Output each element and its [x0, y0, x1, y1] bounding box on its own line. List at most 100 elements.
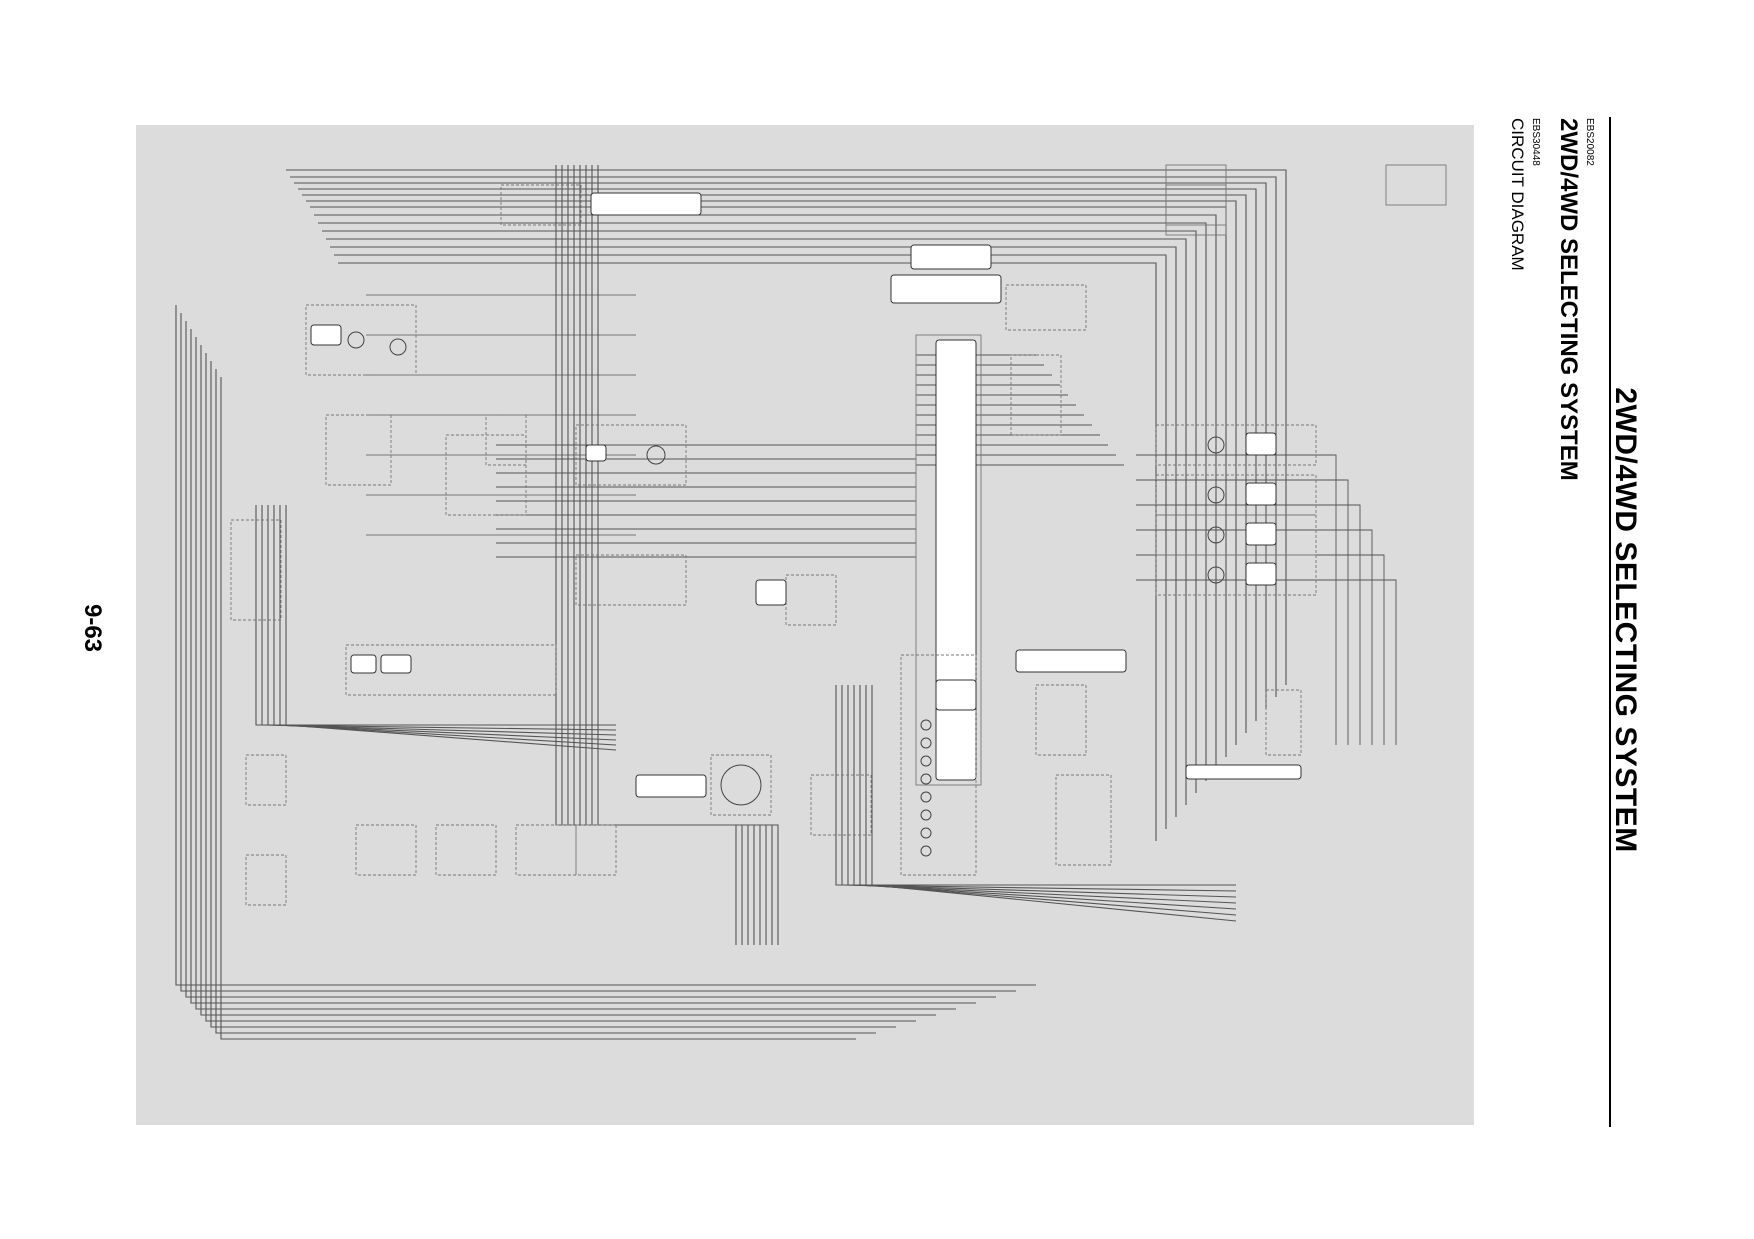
wire: [195, 337, 956, 1010]
connector: [635, 774, 707, 798]
component-symbol: [920, 773, 932, 785]
component-outline: [1055, 774, 1112, 866]
component-outline: [1165, 184, 1227, 236]
wire: [338, 262, 1157, 841]
wire: [1136, 504, 1361, 745]
wire: [190, 329, 976, 1004]
component-outline: [1265, 689, 1302, 756]
component-outline: [435, 824, 497, 876]
wire: [314, 214, 1217, 769]
connector: [890, 274, 1002, 304]
component-outline: [900, 654, 977, 876]
wire: [273, 505, 617, 741]
component-symbol: [1207, 486, 1225, 504]
wire: [853, 685, 1237, 904]
component-outline: [575, 554, 687, 606]
connector: [935, 339, 977, 781]
wire: [200, 345, 936, 1016]
component-symbol: [389, 338, 407, 356]
component-outline: [915, 334, 982, 786]
page-heading: 2WD/4WD SELECTING SYSTEM: [1609, 387, 1642, 853]
connector: [1245, 482, 1277, 506]
component-outline: [1010, 354, 1062, 436]
component-symbol: [920, 737, 932, 749]
wire: [261, 505, 617, 731]
wire: [185, 321, 996, 998]
heading-rule: [1609, 117, 1611, 1127]
wire: [286, 169, 1287, 685]
component-outline: [325, 414, 392, 486]
wire: [285, 505, 617, 751]
component-symbol: [1207, 436, 1225, 454]
wire: [865, 685, 1237, 916]
section-code: EBS20082: [1584, 118, 1595, 166]
page-number: 9-63: [79, 603, 106, 653]
wire: [290, 176, 1277, 697]
connector: [1015, 649, 1127, 673]
wire: [310, 206, 1227, 757]
component-outline: [785, 574, 837, 626]
connector: [910, 244, 992, 270]
wire: [267, 505, 617, 736]
wire: [1136, 479, 1349, 745]
wire: [180, 313, 1016, 992]
wire: [322, 230, 1197, 793]
component-outline: [1385, 164, 1447, 206]
connector: [585, 444, 607, 462]
connector: [590, 192, 702, 216]
connector: [380, 654, 412, 674]
subsection-code: EBS30448: [1530, 118, 1541, 166]
wire: [1136, 529, 1373, 745]
component-symbol: [1207, 566, 1225, 584]
wire: [210, 361, 896, 1028]
component-outline: [345, 644, 557, 696]
wire: [175, 305, 1036, 986]
wire: [326, 238, 1187, 805]
component-outline: [515, 824, 577, 876]
component-symbol: [920, 809, 932, 821]
connector: [935, 679, 977, 711]
component-outline: [1155, 424, 1317, 466]
component-symbol: [347, 331, 365, 349]
wire: [279, 505, 617, 746]
wire: [294, 182, 1267, 709]
wire: [847, 685, 1237, 898]
component-outline: [305, 304, 417, 376]
component-outline: [230, 519, 282, 621]
component-outline: [355, 824, 417, 876]
wire: [215, 369, 876, 1034]
connector: [310, 324, 342, 346]
component-symbol: [920, 845, 932, 857]
wire: [1136, 454, 1337, 745]
connector: [350, 654, 377, 674]
component-symbol: [646, 445, 666, 465]
wire: [220, 377, 856, 1040]
wire: [318, 222, 1207, 781]
component-symbol: [1207, 526, 1225, 544]
wire: [597, 165, 779, 945]
wire: [859, 685, 1237, 910]
connector: [1185, 764, 1302, 780]
subsection-title: CIRCUIT DIAGRAM: [1508, 118, 1527, 271]
connector: [1245, 432, 1277, 456]
wire: [841, 685, 1237, 892]
wire: [334, 254, 1167, 829]
component-outline: [575, 824, 617, 876]
connector: [1245, 522, 1277, 546]
circuit-diagram-drawing: [175, 164, 1447, 1040]
component-outline: [245, 754, 287, 806]
wire: [205, 353, 916, 1022]
connector: [755, 579, 787, 606]
component-outline: [485, 414, 527, 466]
component-symbol: [720, 764, 762, 806]
section-title: 2WD/4WD SELECTING SYSTEM: [1555, 118, 1582, 481]
component-outline: [810, 774, 872, 836]
component-outline: [710, 754, 772, 816]
wire: [835, 685, 1236, 886]
connector: [1245, 562, 1277, 586]
component-outline: [575, 424, 687, 486]
component-outline: [500, 184, 582, 226]
wire: [255, 505, 616, 726]
component-outline: [245, 854, 287, 906]
component-symbol: [920, 827, 932, 839]
